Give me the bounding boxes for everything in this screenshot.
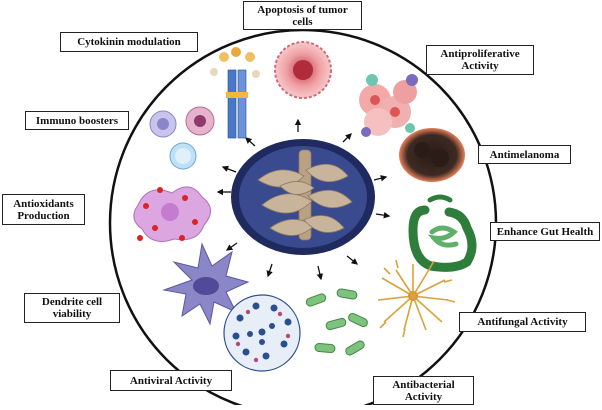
label-antiviral: Antiviral Activity: [110, 370, 232, 391]
label-antioxidants: Antioxidants Production: [2, 194, 85, 225]
gut-icon: [408, 194, 477, 272]
label-cytokinin-modulation: Cytokinin modulation: [60, 32, 198, 52]
label-antiproliferative: Antiproliferative Activity: [426, 45, 534, 75]
dendritic-cell-icon: [162, 242, 250, 326]
virus-icon: [223, 294, 301, 372]
label-antimelanoma: Antimelanoma: [478, 145, 571, 164]
arrows: [216, 118, 391, 281]
label-apoptosis: Apoptosis of tumor cells: [243, 1, 362, 30]
fungus-icon: [377, 259, 456, 338]
label-gut-health: Enhance Gut Health: [490, 222, 600, 241]
label-antibacterial: Antibacterial Activity: [373, 376, 474, 405]
antioxidant-cell-icon: [133, 186, 211, 242]
melanoma-icon: [399, 128, 465, 182]
label-dendrite-viability: Dendrite cell viability: [24, 293, 120, 323]
label-immuno-boosters: Immuno boosters: [25, 111, 129, 130]
bacteria-icon: [305, 288, 368, 356]
cancer-cluster-icon: [359, 74, 418, 137]
label-antifungal: Antifungal Activity: [459, 312, 586, 332]
mushroom-icon: [231, 139, 375, 255]
tumor-cell-icon: [274, 41, 332, 99]
cytokine-receptor-icon: [210, 47, 260, 139]
immune-cells-icon: [149, 106, 215, 170]
